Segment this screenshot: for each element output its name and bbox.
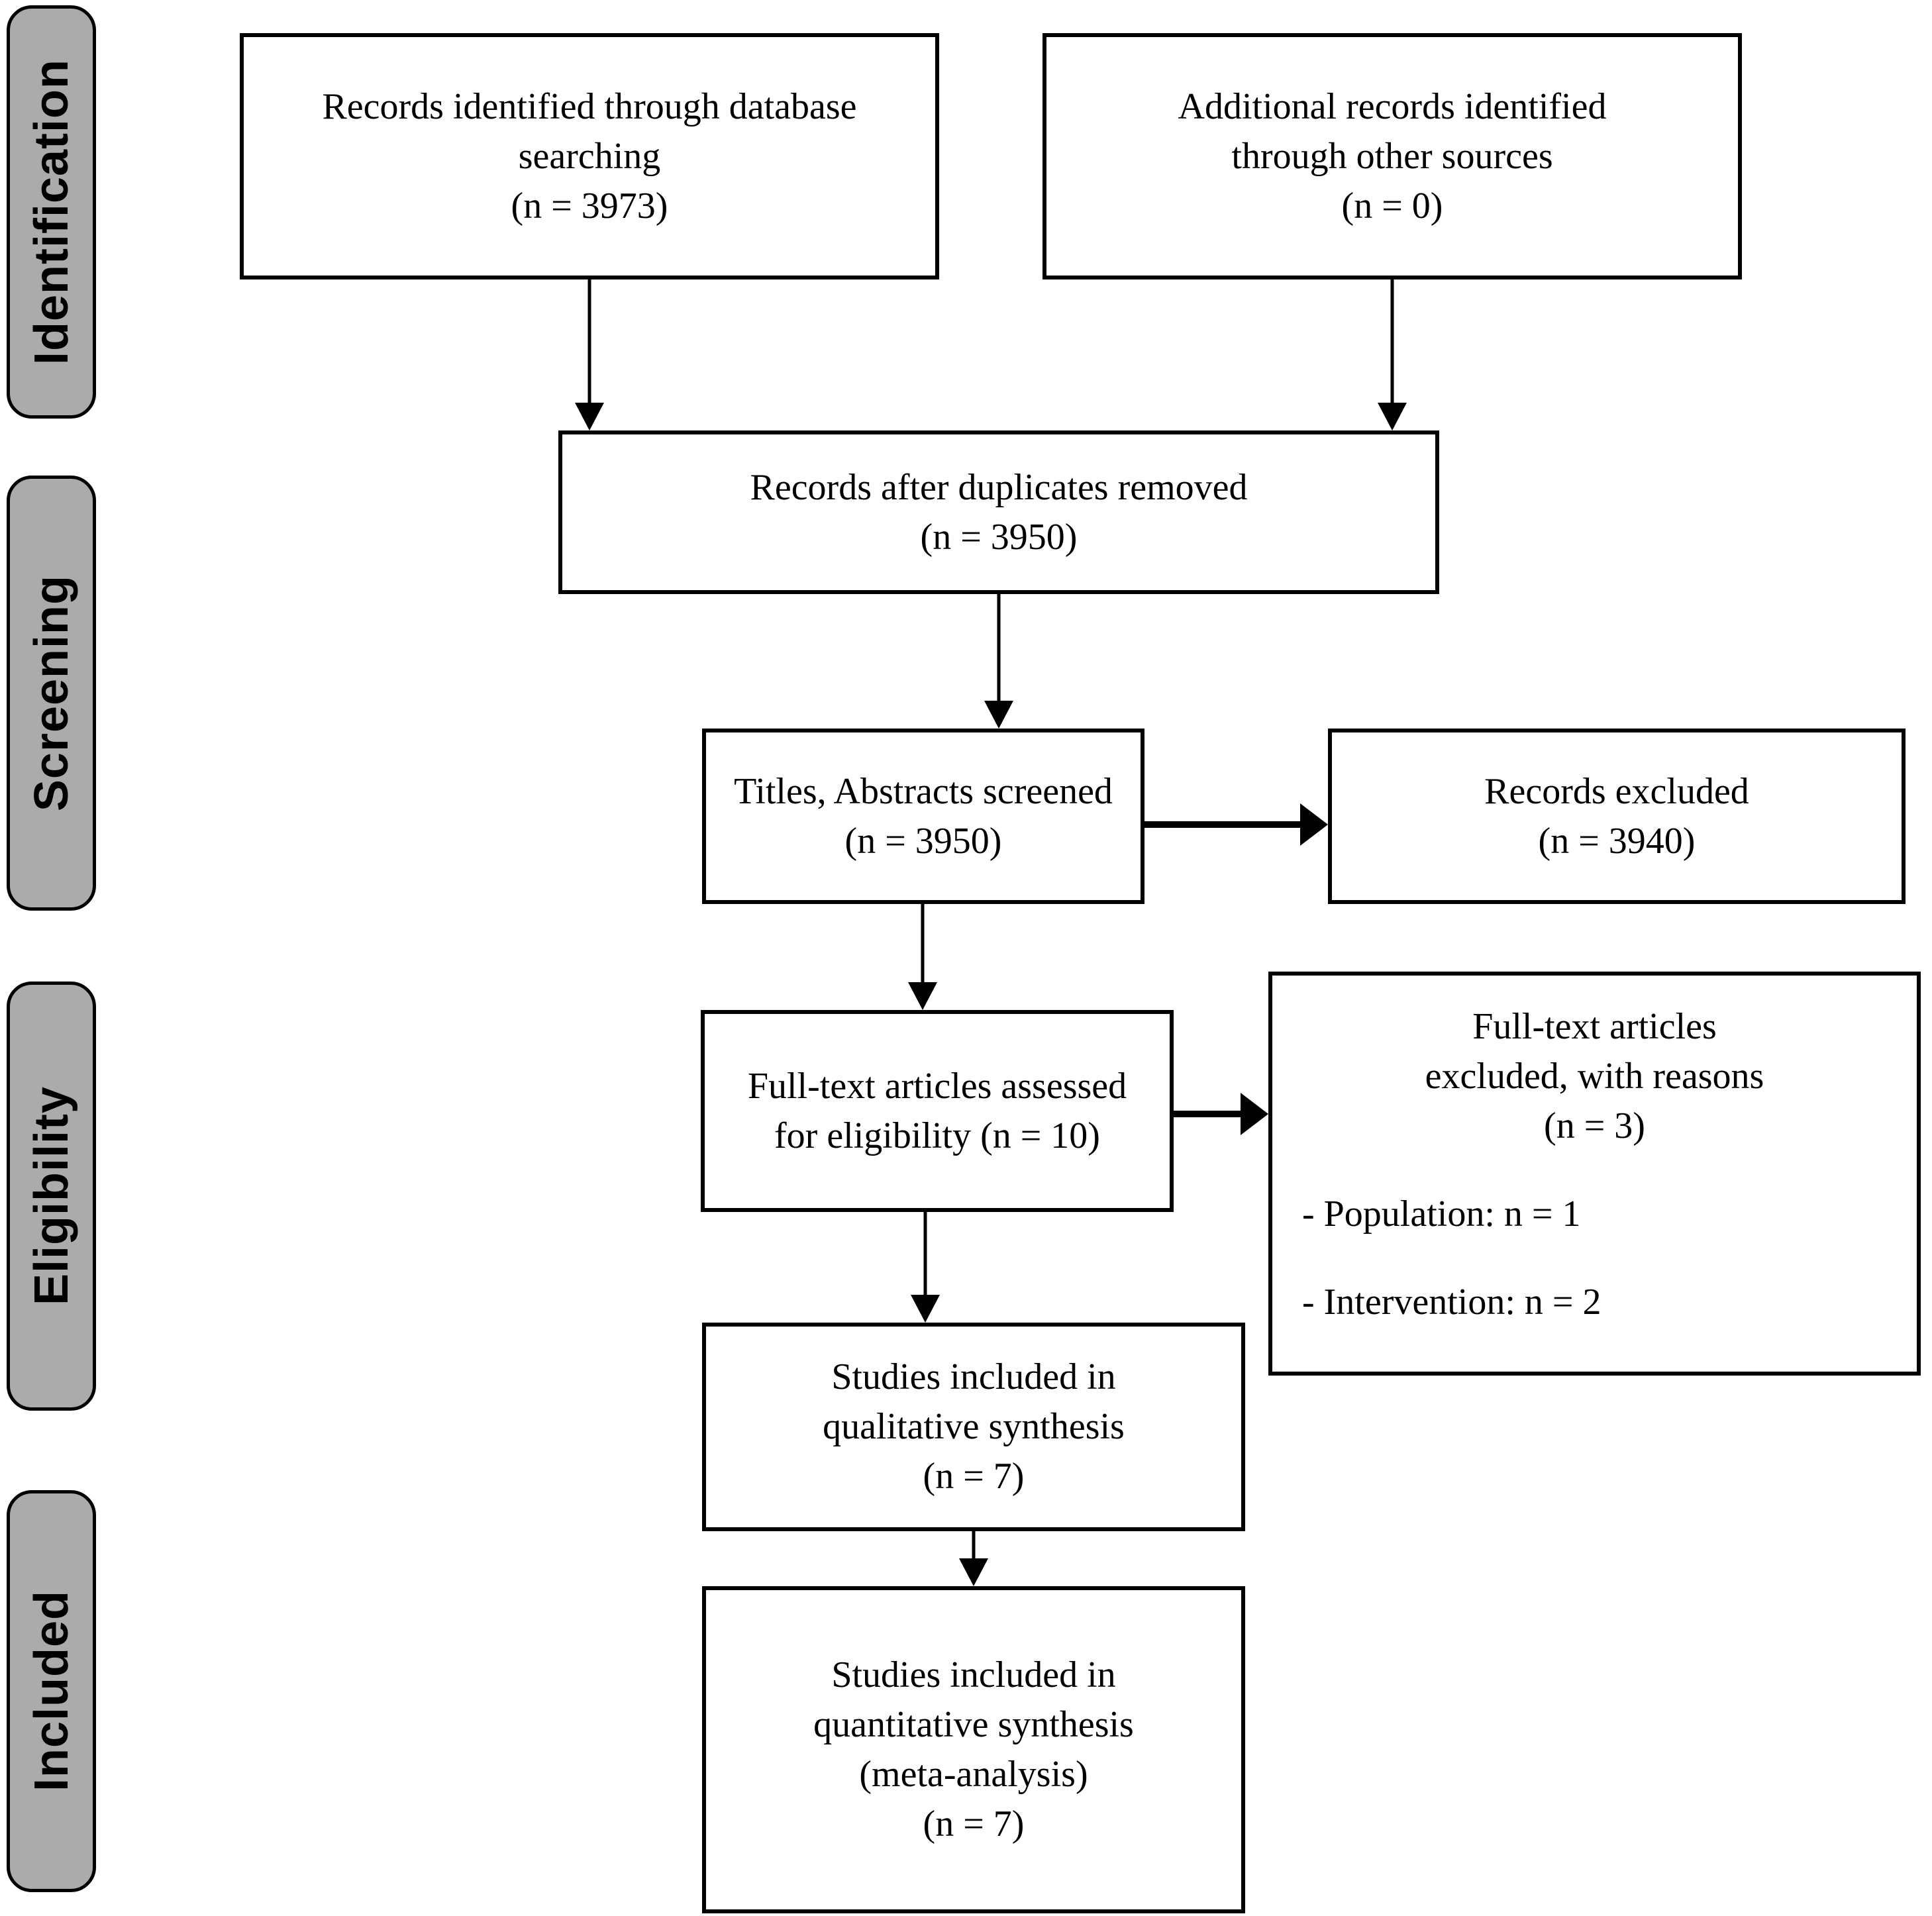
stage-label-identification-text: Identification — [25, 59, 78, 365]
text-line: (n = 7) — [923, 1803, 1025, 1844]
arrow-down-duplicates-to-screened — [984, 594, 1013, 729]
text-line: Full-text articles — [1472, 1006, 1717, 1047]
arrow-head-down-icon — [1378, 403, 1407, 430]
stage-label-eligibility: Eligibility — [7, 982, 96, 1411]
arrow-head-down-icon — [908, 982, 937, 1010]
arrow-head-down-icon — [575, 403, 604, 430]
text-line: Records after duplicates removed — [750, 466, 1248, 508]
box-qualitative-synthesis: Studies included in qualitative synthesi… — [702, 1323, 1245, 1531]
arrow-head-down-icon — [959, 1558, 988, 1586]
text-line: (n = 3973) — [511, 185, 668, 227]
text-line: Studies included in — [831, 1654, 1116, 1695]
text-line: Titles, Abstracts screened — [734, 770, 1113, 812]
exclusion-reason: - Population: n = 1 — [1302, 1193, 1581, 1235]
arrow-shaft — [1390, 279, 1394, 405]
text-line: Studies included in — [831, 1356, 1116, 1397]
text-line: excluded, with reasons — [1425, 1056, 1764, 1097]
box-fulltext-assessed: Full-text articles assessed for eligibil… — [701, 1010, 1174, 1212]
box-records-identified: Records identified through database sear… — [240, 33, 939, 279]
text-line: through other sources — [1231, 135, 1553, 177]
arrow-down-screened-to-fulltext — [908, 904, 937, 1010]
text-line: for eligibility (n = 10) — [774, 1115, 1100, 1156]
arrow-shaft — [587, 279, 591, 405]
text-line: (n = 3950) — [844, 820, 1002, 862]
arrow-right-fulltext-to-excluded — [1174, 1093, 1268, 1135]
box-fulltext-excluded: Full-text articles excluded, with reason… — [1268, 972, 1921, 1376]
arrow-shaft — [1174, 1111, 1243, 1117]
box-records-excluded: Records excluded (n = 3940) — [1328, 729, 1906, 904]
stage-label-identification: Identification — [7, 5, 96, 419]
arrow-head-right-icon — [1241, 1093, 1268, 1135]
text-line: qualitative synthesis — [823, 1406, 1125, 1447]
exclusion-reason: - Intervention: n = 2 — [1302, 1282, 1602, 1323]
text-line: (n = 3940) — [1538, 820, 1696, 862]
arrow-shaft — [921, 904, 925, 985]
arrow-down-identified-to-duplicates — [575, 279, 604, 430]
arrow-shaft — [1144, 821, 1303, 828]
arrow-down-fulltext-to-qualitative — [911, 1212, 940, 1323]
arrow-down-additional-to-duplicates — [1378, 279, 1407, 430]
box-quantitative-synthesis: Studies included in quantitative synthes… — [702, 1586, 1245, 1913]
stage-label-included-text: Included — [25, 1590, 78, 1792]
text-line: (n = 3950) — [920, 516, 1078, 558]
arrow-head-right-icon — [1300, 803, 1328, 846]
stage-label-screening-text: Screening — [25, 574, 78, 812]
text-line: searching — [518, 135, 661, 177]
arrow-down-qualitative-to-quantitative — [959, 1531, 988, 1586]
arrow-head-down-icon — [911, 1295, 940, 1323]
box-additional-records: Additional records identified through ot… — [1042, 33, 1742, 279]
box-duplicates-removed: Records after duplicates removed (n = 39… — [558, 430, 1439, 594]
text-line: Records identified through database — [322, 85, 857, 127]
stage-label-eligibility-text: Eligibility — [25, 1086, 78, 1306]
text-line: (n = 0) — [1341, 185, 1443, 227]
arrow-right-screened-to-excluded — [1144, 803, 1328, 846]
text-line: (meta-analysis) — [859, 1754, 1088, 1795]
stage-label-screening: Screening — [7, 476, 96, 911]
text-line: (n = 7) — [923, 1456, 1025, 1497]
text-line: Records excluded — [1484, 770, 1749, 812]
text-line: (n = 3) — [1544, 1105, 1645, 1146]
stage-label-included: Included — [7, 1490, 96, 1892]
box-titles-abstracts-screened: Titles, Abstracts screened (n = 3950) — [702, 729, 1144, 904]
arrow-shaft — [997, 594, 1001, 703]
arrow-shaft — [923, 1212, 927, 1297]
text-line: Additional records identified — [1178, 85, 1607, 127]
arrow-shaft — [972, 1531, 976, 1561]
text-line: quantitative synthesis — [813, 1704, 1134, 1745]
text-line: Full-text articles assessed — [747, 1065, 1127, 1107]
arrow-head-down-icon — [984, 701, 1013, 729]
